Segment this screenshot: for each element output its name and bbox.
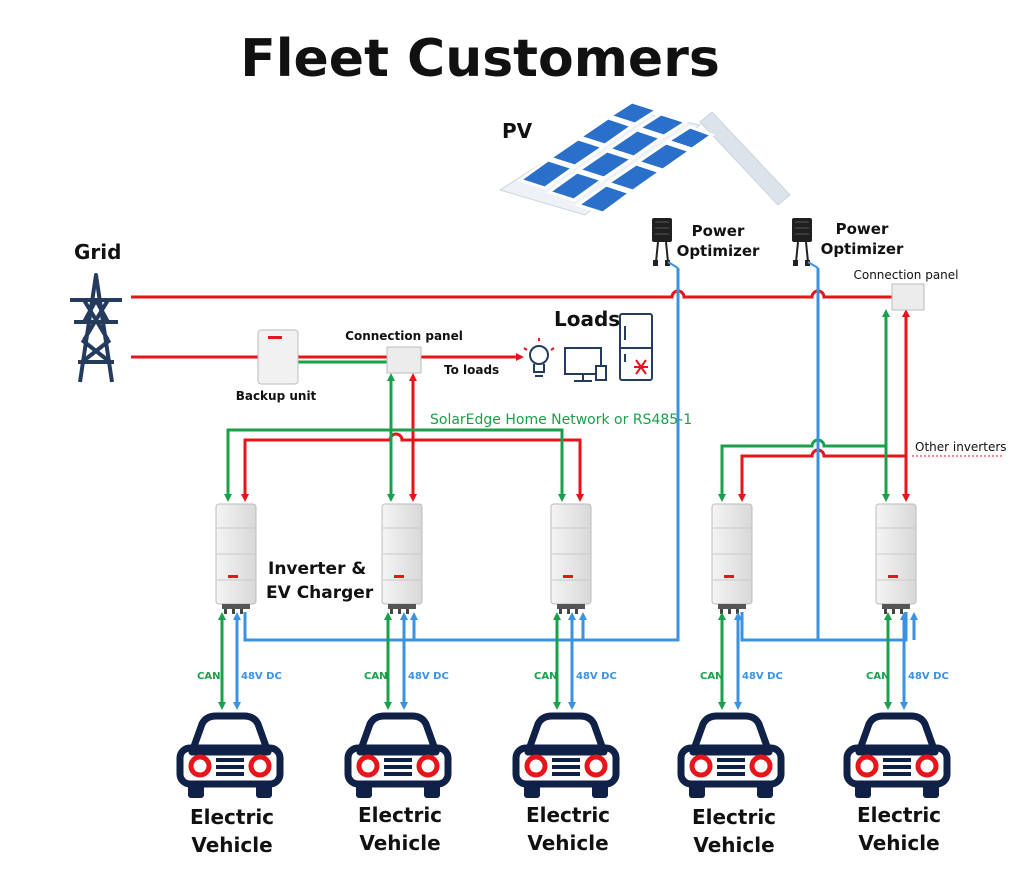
can-label: CAN — [197, 671, 220, 682]
page-title: Fleet Customers — [240, 29, 720, 89]
car-icon — [348, 716, 448, 798]
refrigerator-icon — [619, 313, 653, 381]
can-label: CAN — [364, 671, 387, 682]
dc-label: 48V DC — [908, 671, 949, 682]
dc-label: 48V DC — [576, 671, 617, 682]
ev-label-line2: Vehicle — [527, 831, 608, 855]
dc-label: 48V DC — [742, 671, 783, 682]
pv-label: PV — [502, 119, 533, 143]
power-optimizer-label-2b: Optimizer — [821, 240, 904, 258]
power-optimizer-label-1b: Optimizer — [677, 242, 760, 260]
inverter-unit-5 — [875, 503, 917, 615]
grid-label: Grid — [74, 240, 121, 264]
power-optimizer-label-1a: Power — [692, 222, 745, 240]
connection-panel-right-label: Connection panel — [853, 268, 958, 282]
ev-label-line1: Electric — [526, 803, 610, 827]
inverter-unit-1 — [215, 503, 257, 615]
to-loads-label: To loads — [444, 363, 499, 377]
ev-label-line1: Electric — [692, 805, 776, 829]
car-icon — [847, 716, 947, 798]
power-optimizer-icon — [651, 217, 673, 267]
inverter-unit-4 — [711, 503, 753, 615]
ev-label-line2: Vehicle — [693, 833, 774, 857]
connection-panel-left-label: Connection panel — [345, 329, 463, 343]
inverter-label-line1: Inverter & — [268, 559, 366, 579]
computer-icon — [564, 347, 607, 382]
can-label: CAN — [700, 671, 723, 682]
data-wiring — [224, 309, 890, 502]
unit-links — [218, 612, 918, 710]
pv-array — [498, 100, 791, 216]
lightbulb-icon — [523, 338, 555, 377]
ev-labels: Electric Vehicle Electric Vehicle Electr… — [190, 803, 941, 857]
grid-tower-icon — [70, 273, 122, 383]
dc-label: 48V DC — [241, 671, 282, 682]
power-optimizer-label-2a: Power — [836, 220, 889, 238]
car-icon — [681, 716, 781, 798]
backup-unit — [257, 329, 299, 385]
backup-unit-label: Backup unit — [236, 389, 317, 403]
other-inverters-label: Other inverters — [915, 440, 1007, 454]
connection-panel-left — [386, 346, 422, 374]
ev-label-line2: Vehicle — [858, 831, 939, 855]
ev-label-line1: Electric — [358, 803, 442, 827]
dc-labels: 48V DC 48V DC 48V DC 48V DC 48V DC — [241, 671, 949, 682]
can-labels: CAN CAN CAN CAN CAN — [197, 671, 889, 682]
car-icon — [516, 716, 616, 798]
power-optimizer-icon — [791, 217, 813, 267]
inverter-unit-2 — [381, 503, 423, 615]
ev-label-line2: Vehicle — [359, 831, 440, 855]
can-label: CAN — [866, 671, 889, 682]
ac-wiring — [131, 289, 910, 502]
inverter-unit-3 — [550, 503, 592, 615]
network-label: SolarEdge Home Network or RS485-1 — [430, 412, 692, 428]
ev-label-line1: Electric — [857, 803, 941, 827]
ev-label-line1: Electric — [190, 805, 274, 829]
inverter-label-line2: EV Charger — [266, 583, 374, 603]
can-label: CAN — [534, 671, 557, 682]
connection-panel-right — [891, 283, 925, 311]
car-icon — [180, 716, 280, 798]
dc-label: 48V DC — [408, 671, 449, 682]
ev-label-line2: Vehicle — [191, 833, 272, 857]
loads-label: Loads — [554, 307, 620, 331]
